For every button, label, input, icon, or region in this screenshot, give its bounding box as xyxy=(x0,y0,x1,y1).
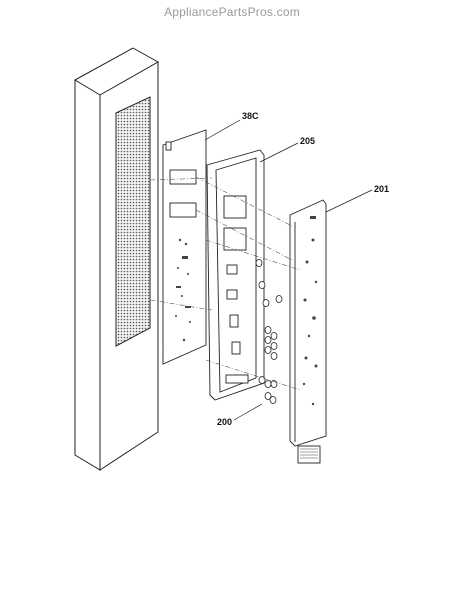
explode-lines xyxy=(149,176,301,391)
overlay-panel xyxy=(289,199,327,464)
callout-205: 205 xyxy=(300,136,316,146)
front-frame xyxy=(206,149,265,401)
watermark-text: AppliancePartsPros.com xyxy=(164,5,300,19)
callout-201: 201 xyxy=(374,184,390,194)
button-set xyxy=(255,259,283,404)
vent-mesh xyxy=(115,96,151,347)
control-board xyxy=(162,129,207,365)
callout-38c: 38C xyxy=(242,111,259,121)
leader-lines xyxy=(204,119,373,421)
callout-200: 200 xyxy=(217,417,233,427)
